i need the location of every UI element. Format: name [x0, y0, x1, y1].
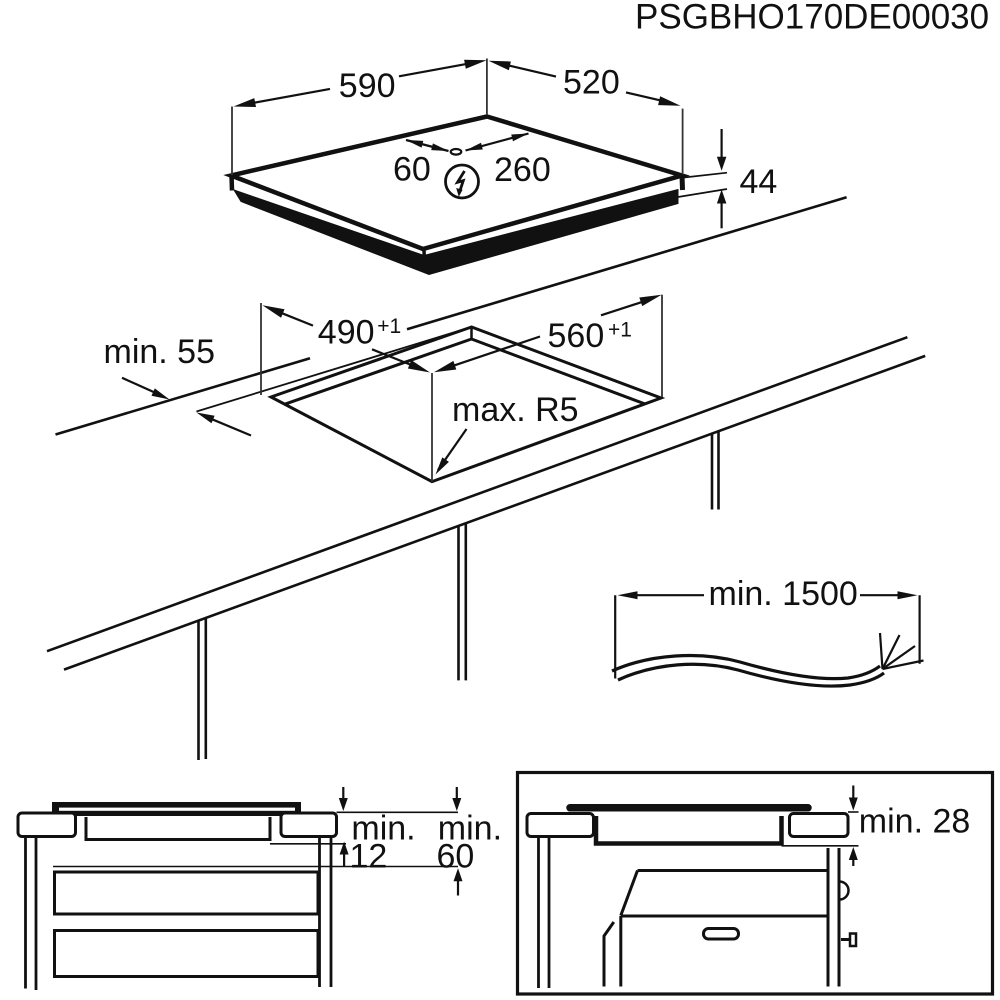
svg-text:44: 44 [740, 163, 778, 201]
svg-text:min.: min. [351, 809, 415, 847]
svg-text:490: 490 [318, 313, 375, 351]
svg-text:+1: +1 [377, 315, 401, 338]
svg-text:260: 260 [494, 151, 551, 189]
svg-text:min. 1500: min. 1500 [709, 575, 858, 613]
svg-text:max. R5: max. R5 [452, 391, 579, 429]
svg-text:12: 12 [350, 838, 388, 876]
svg-text:PSGBHO170DE00030: PSGBHO170DE00030 [635, 0, 989, 37]
svg-text:min. 55: min. 55 [104, 333, 216, 371]
svg-text:min. 28: min. 28 [859, 803, 971, 841]
svg-text:520: 520 [563, 64, 620, 102]
svg-text:560: 560 [548, 317, 605, 355]
svg-text:60: 60 [393, 150, 431, 188]
svg-text:60: 60 [437, 838, 475, 876]
svg-text:min.: min. [438, 809, 502, 847]
svg-text:+1: +1 [608, 318, 632, 341]
svg-text:590: 590 [339, 67, 396, 105]
